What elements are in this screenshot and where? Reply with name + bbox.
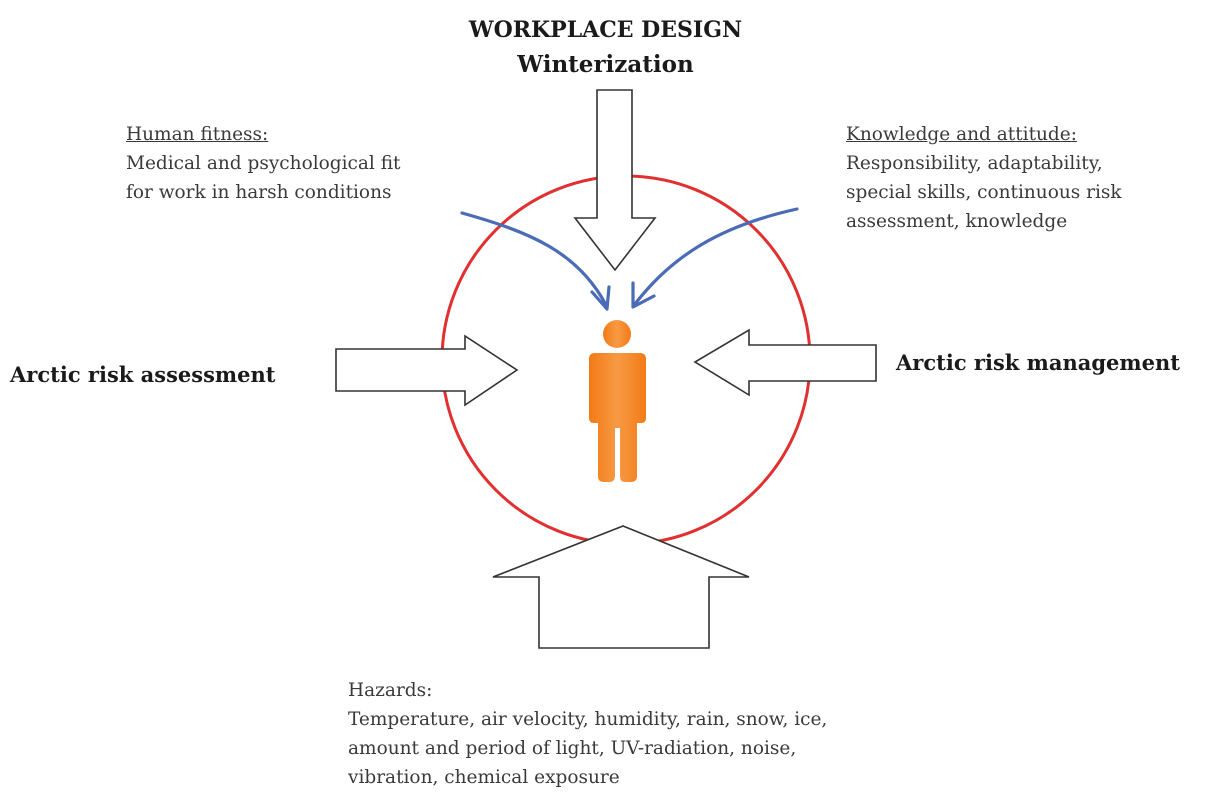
- person-icon: [589, 320, 646, 482]
- hazards-line: amount and period of light, UV-radiation…: [348, 738, 797, 759]
- human-fitness-line: Medical and psychological fit: [126, 153, 401, 174]
- hazards-line: Temperature, air velocity, humidity, rai…: [348, 709, 828, 730]
- curved-arrow-human-fitness: [460, 211, 608, 307]
- right-arrow-assessment: [335, 334, 519, 407]
- arctic-risk-management-label: Arctic risk management: [896, 350, 1180, 375]
- hazards-line: vibration, chemical exposure: [348, 767, 620, 788]
- curved-arrow-knowledge: [633, 207, 799, 306]
- hazards-block: Hazards: Temperature, air velocity, humi…: [348, 676, 827, 792]
- workplace-design-title: WORKPLACE DESIGN: [468, 17, 743, 43]
- winterization-subtitle: Winterization: [517, 51, 694, 78]
- arrowhead-knowledge: [631, 281, 656, 309]
- left-arrow-management: [693, 328, 877, 397]
- down-arrow-workplace: [573, 89, 657, 272]
- knowledge-attitude-line: assessment, knowledge: [846, 211, 1068, 232]
- human-fitness-line: for work in harsh conditions: [126, 182, 392, 203]
- human-fitness-block: Human fitness: Medical and psychological…: [126, 120, 400, 207]
- knowledge-attitude-line: special skills, continuous risk: [846, 182, 1122, 203]
- up-arrow-hazards: [492, 525, 750, 649]
- knowledge-attitude-block: Knowledge and attitude: Responsibility, …: [846, 120, 1122, 236]
- human-fitness-heading: Human fitness:: [126, 124, 269, 145]
- hazards-heading: Hazards:: [348, 680, 433, 701]
- arrowhead-human-fitness: [590, 285, 611, 311]
- arctic-risk-assessment-label: Arctic risk assessment: [10, 362, 276, 387]
- knowledge-attitude-line: Responsibility, adaptability,: [846, 153, 1103, 174]
- knowledge-attitude-heading: Knowledge and attitude:: [846, 124, 1077, 145]
